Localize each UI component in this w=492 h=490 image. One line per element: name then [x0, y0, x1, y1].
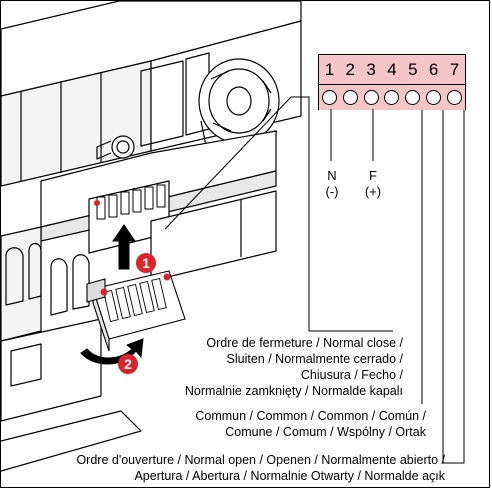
open-line-1: Ordre d'ouverture / Normal open / Openen…	[76, 453, 445, 467]
pin-number-2: 2	[345, 59, 355, 79]
device-body	[1, 1, 302, 472]
phase-label: F (+)	[361, 168, 385, 200]
pin-number-4: 4	[387, 59, 397, 79]
terminal-screws	[319, 85, 465, 110]
common-line-1: Commun / Common / Common / Común /	[195, 409, 426, 423]
close-line-1: Ordre de fermeture / Normal close /	[206, 336, 403, 350]
close-line-3: Chiusura / Fecho /	[300, 368, 403, 382]
neutral-letter: N	[327, 168, 337, 183]
terminal-block: 1 2 3 4 5 6 7	[318, 54, 466, 110]
close-line-2: Sluiten / Normalmente cerrado /	[226, 352, 403, 366]
pin-number-7: 7	[449, 59, 460, 79]
terminal-header: 1 2 3 4 5 6 7	[319, 55, 465, 85]
close-line-4: Normalnie zamknięty / Normalde kapalı	[184, 384, 403, 398]
screw-terminal-7	[446, 90, 462, 105]
phase-letter: F	[369, 168, 377, 183]
open-line-2: Apertura / Abertura / Normalnie Otwarty …	[134, 469, 445, 483]
removable-connector	[86, 270, 186, 352]
step-1-number: 1	[142, 255, 150, 271]
phase-polarity: (+)	[364, 184, 382, 199]
pin-number-6: 6	[428, 59, 439, 79]
neutral-polarity: (-)	[325, 184, 339, 199]
screw-terminal-2	[342, 90, 358, 105]
step-2-number: 2	[124, 356, 132, 372]
screw-terminal-3	[363, 90, 379, 105]
pin-number-3: 3	[366, 59, 376, 79]
common-line-2: Comune / Comum / Wspólny / Ortak	[225, 425, 426, 439]
normal-open-label: Ordre d'ouverture / Normal open / Openen…	[76, 452, 445, 484]
normal-close-label: Ordre de fermeture / Normal close / Slui…	[185, 335, 403, 399]
pin-number-1: 1	[324, 59, 335, 79]
leader-lines	[164, 96, 465, 464]
pin-number-5: 5	[408, 59, 418, 79]
screw-terminal-5	[405, 90, 421, 105]
neutral-label: N (-)	[323, 168, 341, 200]
screw-terminal-1	[321, 90, 337, 105]
common-label: Commun / Common / Common / Común / Comun…	[195, 408, 426, 440]
screw-terminal-6	[426, 90, 442, 105]
step-badges	[118, 253, 156, 374]
screw-terminal-4	[384, 90, 400, 105]
